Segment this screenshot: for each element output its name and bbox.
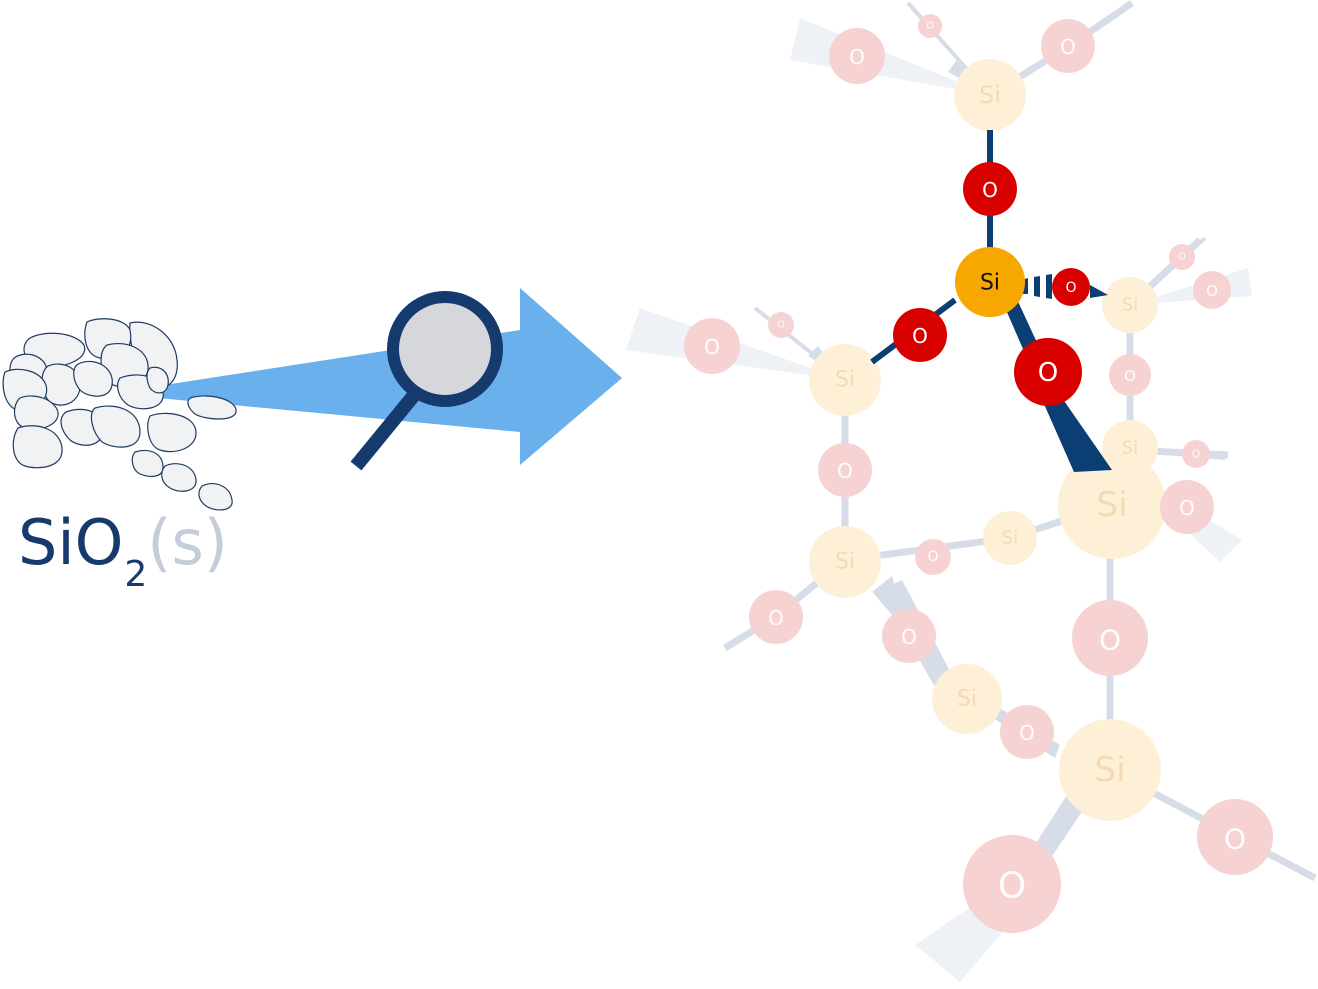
faded-o-label: O — [704, 335, 720, 359]
faded-si-atom — [1102, 277, 1158, 333]
faded-o-label: O — [1224, 823, 1246, 856]
faded-o-atom — [915, 539, 951, 575]
focused-o-atom-top — [963, 162, 1017, 216]
focused-o-label: O — [982, 178, 998, 202]
focused-o-label: O — [1038, 358, 1058, 388]
faded-o-label: O — [1206, 282, 1218, 300]
faded-o-label: O — [1124, 367, 1136, 385]
faded-si-label: Si — [835, 368, 855, 393]
faded-o-atom — [749, 590, 803, 644]
faded-o-atom — [1182, 440, 1210, 468]
focused-si-label: Si — [980, 271, 1000, 296]
faded-si-atom — [954, 59, 1026, 131]
faded-o-label: O — [1179, 496, 1195, 520]
faded-o-atom — [684, 318, 740, 374]
faded-o-label: O — [926, 21, 934, 32]
faded-si-label: Si — [1002, 528, 1018, 549]
faded-si-label: Si — [979, 81, 1001, 109]
sand-grains-icon — [2, 318, 237, 511]
faded-o-atom — [1041, 19, 1095, 73]
faded-o-atom — [1160, 480, 1214, 534]
faded-si-atom — [809, 526, 881, 598]
formula-symbol: SiO — [18, 506, 124, 579]
focused-o-label: O — [1065, 280, 1076, 296]
faded-o-label: O — [1060, 35, 1076, 59]
faded-si-label: Si — [957, 687, 977, 712]
faded-si-label: Si — [1122, 295, 1138, 316]
faded-o-atom — [1169, 244, 1195, 270]
zoom-arrow-icon — [158, 288, 622, 465]
faded-o-atom — [918, 14, 942, 38]
focused-o-atom-left — [893, 308, 947, 362]
faded-o-atom — [1072, 600, 1148, 676]
magnifier-icon — [350, 291, 503, 471]
faded-si-atom — [809, 344, 881, 416]
faded-network: Si Si Si Si Si Si Si Si Si O O O O O O O… — [626, 0, 1317, 982]
faded-o-atom — [768, 312, 794, 338]
faded-si-label: Si — [1096, 485, 1127, 525]
faded-o-label: O — [849, 45, 865, 69]
faded-si-atom — [1059, 719, 1161, 821]
faded-o-atom — [829, 28, 885, 84]
faded-si-label: Si — [835, 550, 855, 575]
faded-o-atom — [1193, 271, 1231, 309]
faded-o-atom — [818, 443, 872, 497]
faded-si-atom — [1058, 451, 1166, 559]
faded-o-label: O — [927, 549, 938, 565]
faded-o-atom — [1109, 354, 1151, 396]
faded-si-label: Si — [1122, 438, 1138, 459]
faded-o-label: O — [1178, 252, 1186, 263]
faded-o-label: O — [1192, 448, 1201, 461]
focused-tetrahedron: O O O O Si — [870, 130, 1112, 472]
formula-subscript: 2 — [124, 554, 148, 595]
faded-o-label: O — [901, 625, 917, 649]
faded-si-atom — [932, 664, 1002, 734]
focused-o-label: O — [912, 324, 928, 348]
faded-o-label: O — [777, 320, 785, 331]
focused-o-atom-front — [1014, 338, 1082, 406]
faded-o-label: O — [998, 866, 1026, 907]
focused-o-atom-back — [1052, 268, 1090, 306]
faded-o-atom — [963, 835, 1061, 933]
faded-o-label: O — [768, 606, 784, 630]
silica-formula: SiO2(s) — [18, 512, 228, 593]
formula-state: (s) — [147, 506, 228, 579]
faded-o-label: O — [1019, 721, 1035, 745]
focused-si-atom — [955, 247, 1025, 317]
faded-o-atom — [1197, 799, 1273, 875]
faded-si-atom — [983, 511, 1037, 565]
faded-o-atom — [882, 609, 936, 663]
faded-o-label: O — [1099, 624, 1121, 657]
faded-o-atom — [1000, 705, 1054, 759]
faded-o-label: O — [837, 459, 853, 483]
faded-si-label: Si — [1094, 750, 1125, 790]
